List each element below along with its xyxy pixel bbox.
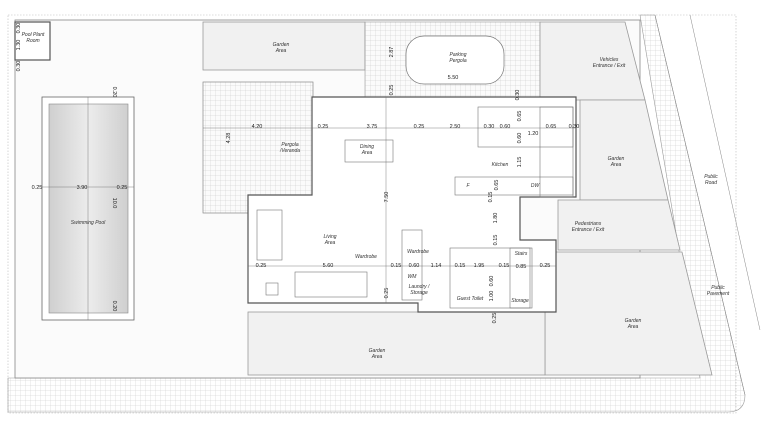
- label-wardrobe-1: Wardrobe: [355, 254, 377, 260]
- dim-text: 0.25: [384, 288, 390, 299]
- label-fridge: F: [466, 183, 470, 189]
- dim-text: 0.25: [318, 124, 329, 130]
- dim-text: 0.15: [455, 263, 466, 269]
- dim-text: 0.25: [256, 263, 267, 269]
- dim-text: 4.20: [252, 124, 263, 130]
- garden-area-right: [579, 99, 669, 201]
- dim-text: 0.25: [389, 85, 395, 96]
- dim-text: 0.30: [515, 90, 521, 101]
- dim-text: 2.50: [450, 124, 461, 130]
- pedestrians-entrance: [557, 199, 681, 251]
- dim-text: 1.95: [474, 263, 485, 269]
- dim-text: 0.20: [111, 301, 117, 312]
- dim-text: 5.50: [448, 75, 459, 81]
- dim-text: 0.25: [32, 185, 43, 191]
- dim-text: 1.14: [431, 263, 442, 269]
- dim-text: 0.65: [494, 180, 500, 191]
- garden-area-bottom: [247, 311, 546, 376]
- dim-text: 0.25: [117, 185, 128, 191]
- car-icon: [405, 35, 505, 85]
- dim-text: 0.30: [16, 23, 22, 34]
- dim-text: 1.30: [16, 40, 22, 51]
- dim-text: 0.30: [484, 124, 495, 130]
- dining-table: [344, 139, 394, 163]
- dim-text: 0.60: [489, 276, 495, 287]
- dim-text: 1.15: [517, 157, 523, 168]
- kitchen-island: [454, 176, 574, 196]
- sofa-bottom: [294, 271, 368, 298]
- label-dishwasher: DW: [531, 183, 541, 189]
- house-walls: [247, 96, 577, 313]
- garden-area-top: [202, 21, 366, 71]
- swimming-pool: [48, 103, 129, 314]
- label-laundry: Laundry /Storage: [409, 284, 430, 296]
- public-pavement-band: [7, 14, 746, 413]
- label-kitchen: Kitchen: [492, 162, 509, 168]
- dim-text: 0.15: [391, 263, 402, 269]
- dim-text: 0.15: [499, 263, 510, 269]
- dim-text: 0.60: [517, 133, 523, 144]
- label-wardrobe-2: Wardrobe: [407, 249, 429, 255]
- dim-text: 2.87: [389, 47, 395, 58]
- pool-plant-room: [14, 21, 51, 61]
- dim-text: 0.85: [516, 264, 527, 270]
- dim-text: 4.28: [226, 133, 232, 144]
- road-line: [689, 14, 761, 331]
- dim-text: 3.90: [77, 185, 88, 191]
- dim-text: 1.00: [489, 291, 495, 302]
- label-pergola-veranda: Pergola/Veranda: [279, 142, 300, 154]
- dim-text: 0.60: [500, 124, 511, 130]
- sofa-left: [256, 209, 283, 261]
- dim-text: 0.30: [16, 61, 22, 72]
- guest-toilet: [449, 247, 531, 309]
- label-washing-machine: WM: [408, 274, 418, 280]
- dim-text: 7.50: [384, 192, 390, 203]
- dim-text: 0.25: [414, 124, 425, 130]
- dim-text: 1.80: [493, 213, 499, 224]
- dim-text: 0.20: [111, 87, 117, 98]
- pergola-veranda: [202, 81, 314, 214]
- wardrobe: [401, 229, 423, 301]
- dim-text: 0.30: [569, 124, 580, 130]
- dim-text: 0.15: [493, 235, 499, 246]
- dim-text: 0.60: [409, 263, 420, 269]
- label-stairs: Stairs: [515, 251, 528, 257]
- dim-text: 0.25: [540, 263, 551, 269]
- kitchen-counter-right: [539, 106, 574, 198]
- dim-text: 5.60: [323, 263, 334, 269]
- dim-text: 3.75: [367, 124, 378, 130]
- label-swimming-pool: Swimming Pool: [71, 220, 106, 226]
- dim-text: 0.65: [546, 124, 557, 130]
- dim-text: 0.25: [492, 313, 498, 324]
- road-edge: [654, 14, 746, 396]
- stairs: [509, 247, 533, 309]
- dim-text: 0.15: [488, 192, 494, 203]
- plot-boundary: [7, 14, 737, 414]
- label-guest-toilet: Guest Toilet: [457, 296, 484, 302]
- dim-text: 10.0: [111, 198, 117, 209]
- dim-text: 0.65: [517, 111, 523, 122]
- label-storage: Storage: [511, 298, 529, 304]
- dim-text: 1.20: [528, 131, 539, 137]
- side-table: [265, 282, 279, 296]
